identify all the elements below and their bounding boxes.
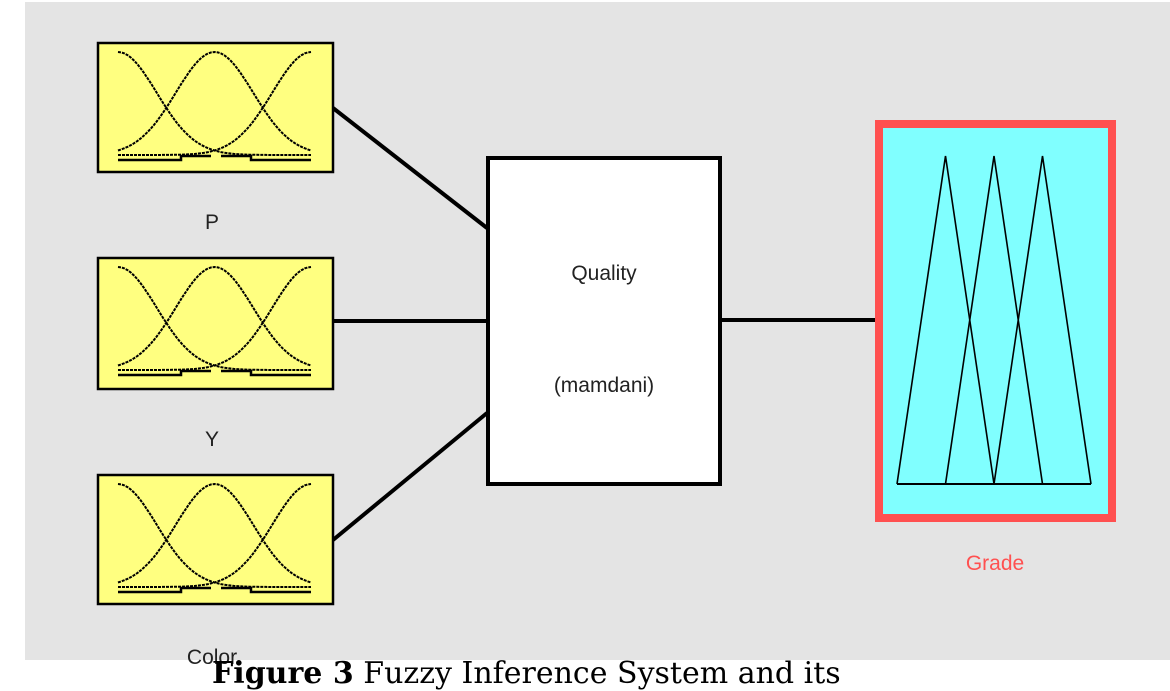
inference-system-block[interactable]: Quality (mamdani)	[486, 156, 722, 486]
gaussian-mf-icon	[117, 50, 312, 162]
input-box-color[interactable]	[96, 473, 335, 606]
input-box-y[interactable]	[96, 256, 335, 391]
caption-label: Figure 3	[212, 656, 354, 691]
gaussian-mf-curve	[118, 266, 312, 371]
gaussian-mf-icon	[117, 265, 312, 377]
figure-caption: Figure 3 Fuzzy Inference System and its	[212, 657, 841, 691]
input-variable-color[interactable]: Color	[96, 473, 335, 669]
input-label-y: Y	[205, 428, 219, 451]
gaussian-mf-icon	[117, 482, 312, 594]
output-box-grade[interactable]	[875, 120, 1116, 522]
input-label-p: P	[205, 211, 219, 234]
triangular-mf-curve	[944, 155, 1044, 485]
output-label-grade: Grade	[966, 552, 1024, 575]
gaussian-mf-curve	[118, 483, 312, 588]
input-box-p[interactable]	[96, 41, 335, 174]
gaussian-mf-curve	[118, 51, 312, 156]
input-label-color: Color	[187, 646, 237, 669]
system-type: (mamdani)	[554, 374, 654, 397]
connector-color-to-system	[331, 411, 489, 542]
mf-baseline	[118, 369, 311, 377]
triangular-mf-curve	[993, 155, 1092, 485]
mf-baseline	[118, 154, 311, 162]
triangular-mf-icon	[896, 155, 1092, 485]
mf-baseline	[118, 586, 311, 594]
connectors	[331, 106, 875, 542]
connector-p-to-system	[331, 106, 489, 230]
system-box[interactable]	[486, 156, 722, 486]
gaussian-mf-curve	[117, 482, 312, 584]
gaussian-mf-curve	[117, 50, 312, 152]
caption-text: Fuzzy Inference System and its	[363, 656, 841, 691]
triangular-mf-curve	[896, 155, 995, 485]
output-variable-grade[interactable]: Grade	[875, 120, 1116, 575]
system-name: Quality	[571, 262, 637, 285]
input-variable-y[interactable]: Y	[96, 256, 335, 451]
gaussian-mf-curve	[117, 265, 312, 367]
input-variable-p[interactable]: P	[96, 41, 335, 234]
